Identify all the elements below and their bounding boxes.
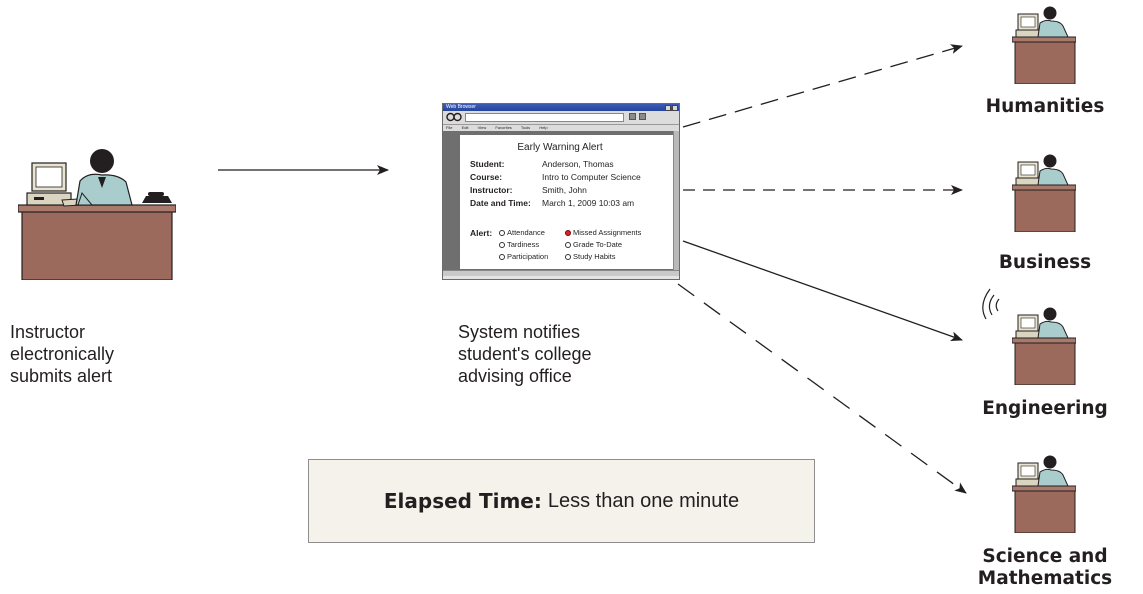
caption-line: System notifies	[458, 322, 581, 342]
radio-icon[interactable]	[499, 229, 505, 236]
option-attendance[interactable]: Attendance	[499, 228, 545, 237]
option-label: Participation	[507, 252, 549, 261]
option-grade-to-date[interactable]: Grade To-Date	[565, 240, 622, 249]
minimize-icon[interactable]	[665, 105, 671, 111]
system-caption: System notifies student's college advisi…	[458, 321, 592, 387]
department-label-engineering: Engineering	[975, 398, 1115, 420]
department-line: Mathematics	[977, 568, 1113, 589]
close-icon[interactable]	[672, 105, 678, 111]
option-label: Missed Assignments	[573, 228, 642, 237]
option-label: Study Habits	[573, 252, 616, 261]
menu-favorites[interactable]: Favorites	[495, 125, 512, 130]
elapsed-time-value: Less than one minute	[547, 489, 740, 512]
department-line: Engineering	[982, 398, 1108, 419]
back-forward-icon[interactable]	[446, 112, 462, 122]
humanities-desk-illustration	[1012, 6, 1076, 84]
address-bar[interactable]	[465, 113, 624, 122]
caption-line: electronically	[10, 344, 115, 364]
elapsed-time-text: Elapsed Time: Less than one minute	[309, 460, 814, 542]
field-label-instructor: Instructor:	[470, 185, 513, 195]
field-label-student: Student:	[470, 159, 505, 169]
department-label-humanities: Humanities	[975, 96, 1115, 118]
instructor-caption: Instructor electronically submits alert	[10, 321, 114, 387]
stop-button[interactable]	[639, 113, 646, 120]
menu-edit[interactable]: Edit	[461, 125, 469, 130]
browser-titlebar: Web Browser	[443, 104, 679, 111]
option-missed-assignments[interactable]: Missed Assignments	[565, 228, 641, 237]
business-desk-illustration	[1012, 154, 1076, 232]
menu-tools[interactable]: Tools	[520, 125, 531, 130]
browser-window: Web Browser File Edit View Favorites Too…	[442, 103, 680, 280]
browser-menubar: File Edit View Favorites Tools Help	[443, 125, 679, 131]
browser-toolbar	[443, 111, 679, 125]
department-label-business: Business	[975, 252, 1115, 274]
field-value-instructor: Smith, John	[542, 185, 587, 195]
radio-icon[interactable]	[565, 253, 571, 260]
ringing-signal-icon	[982, 288, 1000, 320]
vertical-scrollbar[interactable]	[673, 131, 679, 270]
caption-line: advising office	[458, 366, 572, 386]
arrow-to-humanities	[682, 44, 963, 128]
browser-title: Web Browser	[446, 104, 476, 110]
menu-help[interactable]: Help	[539, 125, 548, 130]
option-label: Attendance	[507, 228, 545, 237]
option-tardiness[interactable]: Tardiness	[499, 240, 539, 249]
caption-line: submits alert	[10, 366, 113, 386]
field-label-date-time: Date and Time:	[470, 198, 531, 208]
radio-icon[interactable]	[499, 253, 505, 260]
field-label-course: Course:	[470, 172, 503, 182]
arrow-to-science-math	[677, 283, 967, 494]
caption-line: student's college	[458, 344, 592, 364]
department-label-science-math: Science and Mathematics	[965, 546, 1125, 590]
option-study-habits[interactable]: Study Habits	[565, 252, 616, 261]
alert-page: Early Warning Alert Student: Anderson, T…	[460, 135, 673, 269]
elapsed-time-box: Elapsed Time: Less than one minute	[308, 459, 815, 543]
horizontal-scrollbar[interactable]	[443, 270, 679, 276]
engineering-desk-illustration	[1012, 307, 1076, 385]
field-value-date-time: March 1, 2009 10:03 am	[542, 198, 635, 208]
caption-line: Instructor	[10, 322, 86, 342]
department-line: Business	[998, 252, 1092, 273]
science-math-desk-illustration	[1012, 455, 1076, 533]
arrow-to-engineering	[682, 240, 963, 342]
elapsed-time-label: Elapsed Time:	[383, 489, 542, 513]
department-line: Science and	[982, 546, 1108, 567]
option-label: Grade To-Date	[573, 240, 623, 249]
field-value-course: Intro to Computer Science	[542, 172, 641, 182]
radio-icon[interactable]	[499, 241, 505, 248]
menu-view[interactable]: View	[477, 125, 487, 130]
field-value-student: Anderson, Thomas	[542, 159, 614, 169]
option-label: Tardiness	[507, 240, 540, 249]
browser-content: Early Warning Alert Student: Anderson, T…	[443, 131, 679, 270]
department-line: Humanities	[985, 96, 1105, 117]
radio-icon[interactable]	[565, 241, 571, 248]
alert-label: Alert:	[470, 228, 493, 238]
alert-title: Early Warning Alert	[517, 142, 603, 153]
menu-file[interactable]: File	[446, 125, 453, 130]
radio-selected-icon[interactable]	[565, 229, 571, 236]
go-button[interactable]	[629, 113, 636, 120]
option-participation[interactable]: Participation	[499, 252, 548, 261]
instructor-desk-illustration	[18, 149, 176, 280]
